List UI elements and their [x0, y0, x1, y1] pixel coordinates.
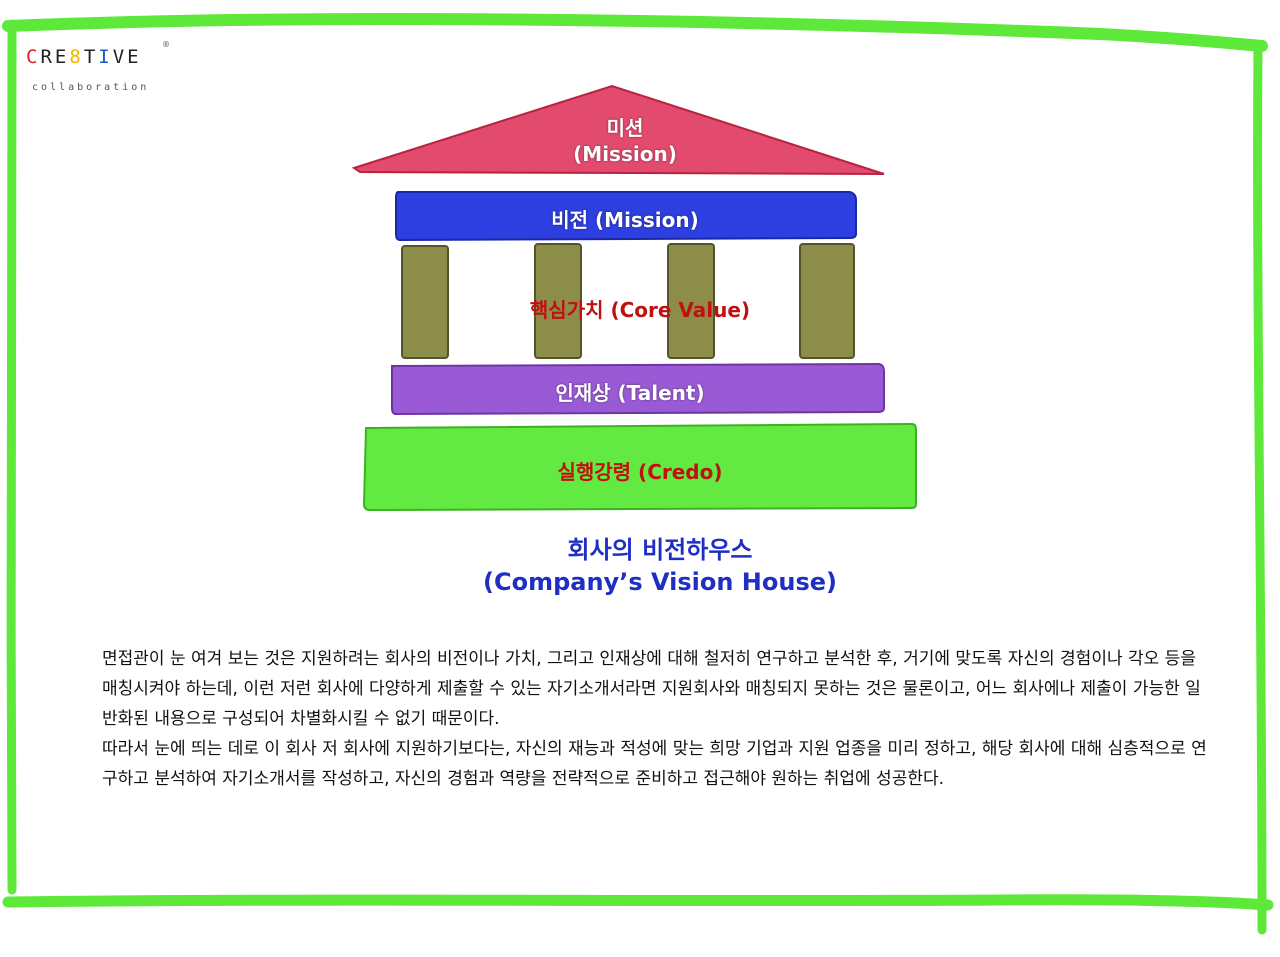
talent-label: 인재상 (Talent): [555, 381, 705, 405]
paragraph-2: 따라서 눈에 띄는 데로 이 회사 저 회사에 지원하기보다는, 자신의 재능과…: [102, 739, 1207, 789]
logo-wordmark: CRE8TIVE: [26, 46, 142, 68]
pillar-1: [401, 245, 449, 359]
roof-title-label: 미션: [606, 116, 644, 140]
frame-left-edge: [6, 19, 17, 895]
diagram-caption-title: 회사의 비전하우스: [567, 536, 753, 564]
pillar-4: [799, 243, 855, 359]
vision-bar: [395, 191, 857, 242]
frame-bottom-edge: [2, 894, 1274, 911]
pillar-3: [667, 243, 715, 359]
frame-right-edge: [1253, 43, 1267, 935]
body-text: 면접관이 눈 여겨 보는 것은 지원하려는 회사의 비전이나 가치, 그리고 인…: [102, 644, 1212, 794]
creative-collaboration-logo: CRE8TIVE collaboration ®: [26, 40, 176, 100]
talent-bar: [391, 362, 885, 416]
credo-label: 실행강령 (Credo): [557, 460, 723, 484]
pillar-2: [534, 243, 582, 359]
vision-label: 비전 (Mission): [551, 208, 699, 232]
diagram-caption-subtitle: (Company’s Vision House): [483, 568, 837, 596]
logo-subtitle: collaboration: [32, 82, 150, 93]
credo-bar: [362, 422, 917, 512]
core-value-label: 핵심가치 (Core Value): [529, 298, 751, 322]
registered-mark: ®: [162, 40, 170, 49]
roof-mission: [351, 84, 885, 175]
frame-top-edge: [2, 13, 1268, 52]
paragraph-1: 면접관이 눈 여겨 보는 것은 지원하려는 회사의 비전이나 가치, 그리고 인…: [102, 649, 1201, 729]
roof-subtitle-label: (Mission): [573, 142, 677, 166]
